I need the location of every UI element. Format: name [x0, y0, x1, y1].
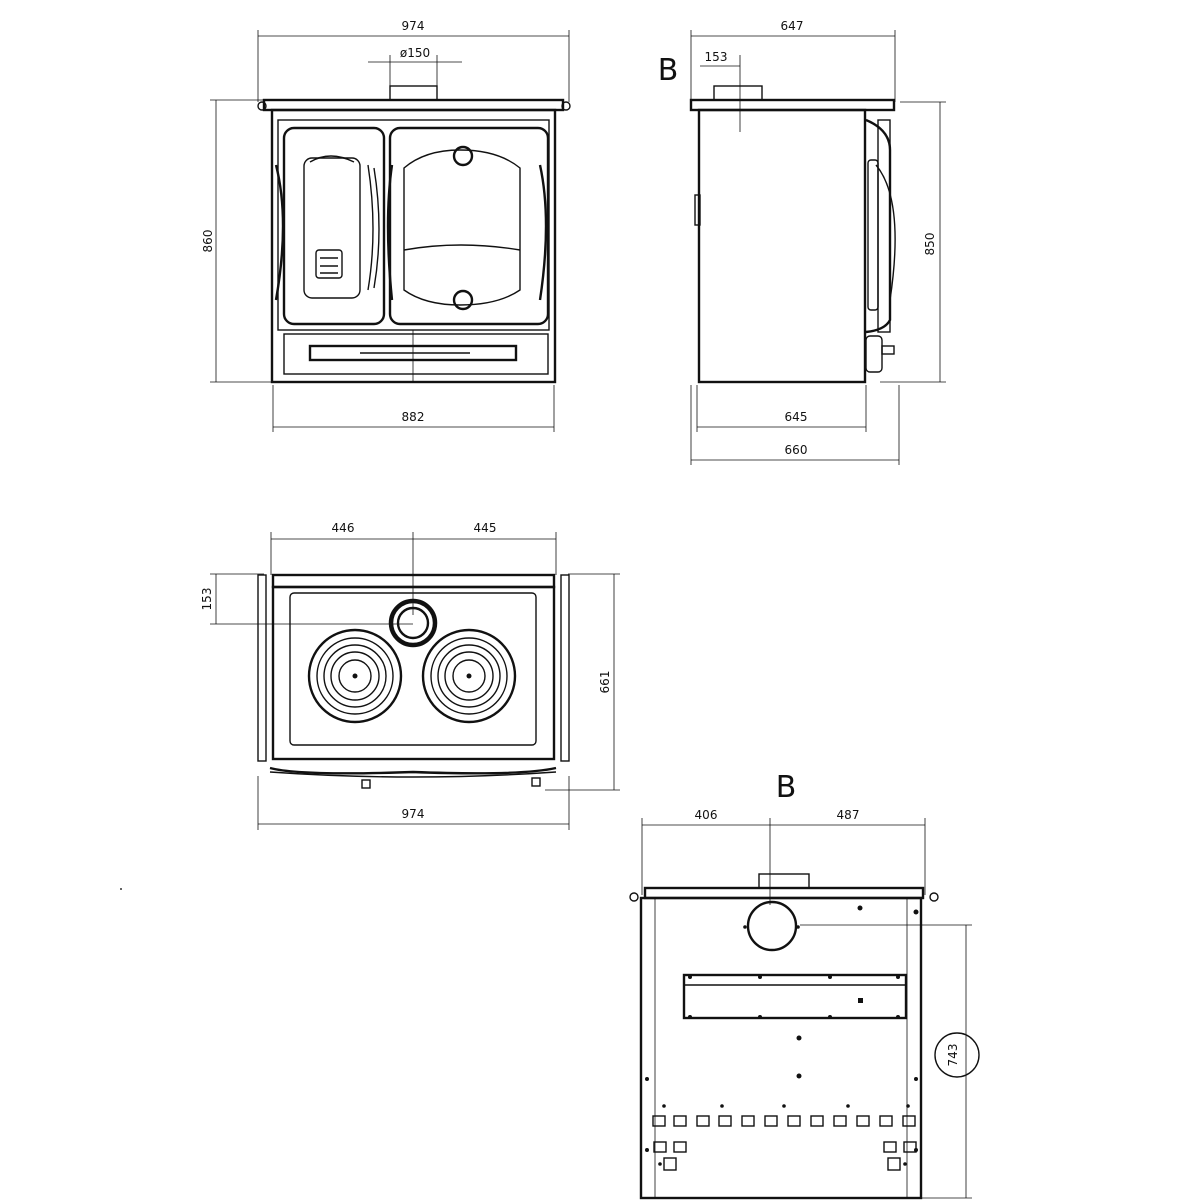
dim-top-right-label: 445: [474, 521, 497, 535]
dim-top-width-split: 446 445: [270, 521, 557, 615]
dim-side-depth-total: 660: [690, 385, 900, 465]
dim-top-width-label: 974: [402, 807, 425, 821]
dim-side-depth-body: 645: [696, 385, 867, 432]
rear-flue-outlet: [746, 900, 798, 952]
dim-front-width-bottom-label: 882: [402, 410, 425, 424]
hotplate-right: [421, 628, 517, 724]
dim-side-flue-offset: 153: [700, 50, 741, 132]
side-view: B 647 153 850 645: [658, 19, 946, 465]
dim-front-flue-label: ø150: [400, 46, 430, 60]
rear-vent-row: [645, 1104, 918, 1171]
dim-rear-width-split: 406 487: [641, 808, 926, 905]
dim-top-width: 974: [257, 776, 570, 830]
dim-side-height: 850: [880, 101, 946, 383]
dim-side-depth-total-label: 660: [785, 443, 808, 457]
dim-side-flue-offset-label: 153: [705, 50, 728, 64]
rear-stove-body: [629, 873, 939, 1200]
dim-side-depth-top: 647: [690, 19, 896, 102]
dim-front-height-label: 860: [201, 230, 215, 253]
dim-rear-flue-height: 743: [800, 924, 980, 1199]
side-view-label: B: [658, 53, 679, 88]
top-view: 446 445 153 661 974: [200, 521, 620, 830]
top-stove-body: [257, 573, 570, 789]
dim-front-width-top-label: 974: [402, 19, 425, 33]
dim-rear-flue-height-label: 743: [946, 1044, 960, 1067]
rear-view: B 406 487 743: [629, 770, 980, 1200]
hotplate-left: [307, 628, 403, 724]
dim-front-width-top: 974: [257, 19, 570, 102]
dim-side-depth-body-label: 645: [785, 410, 808, 424]
dim-front-height: 860: [201, 99, 272, 383]
dim-top-left-label: 446: [332, 521, 355, 535]
dim-top-flue-offset: 153: [200, 573, 413, 625]
dim-rear-left-label: 406: [695, 808, 718, 822]
front-stove-body: [257, 85, 571, 384]
rear-view-label: B: [776, 770, 797, 805]
dim-rear-right-label: 487: [837, 808, 860, 822]
dim-top-flue-offset-label: 153: [200, 588, 214, 611]
dim-front-flue-diameter: ø150: [368, 46, 462, 100]
dim-top-depth-label: 661: [598, 671, 612, 694]
side-stove-body: [689, 85, 896, 384]
dim-top-depth: 661: [545, 573, 620, 791]
dim-side-depth-top-label: 647: [781, 19, 804, 33]
dim-side-height-label: 850: [923, 233, 937, 256]
dim-front-width-bottom: 882: [272, 385, 555, 432]
top-flue-collar: [388, 598, 438, 648]
front-view: 974 ø150 860 882: [201, 19, 571, 432]
